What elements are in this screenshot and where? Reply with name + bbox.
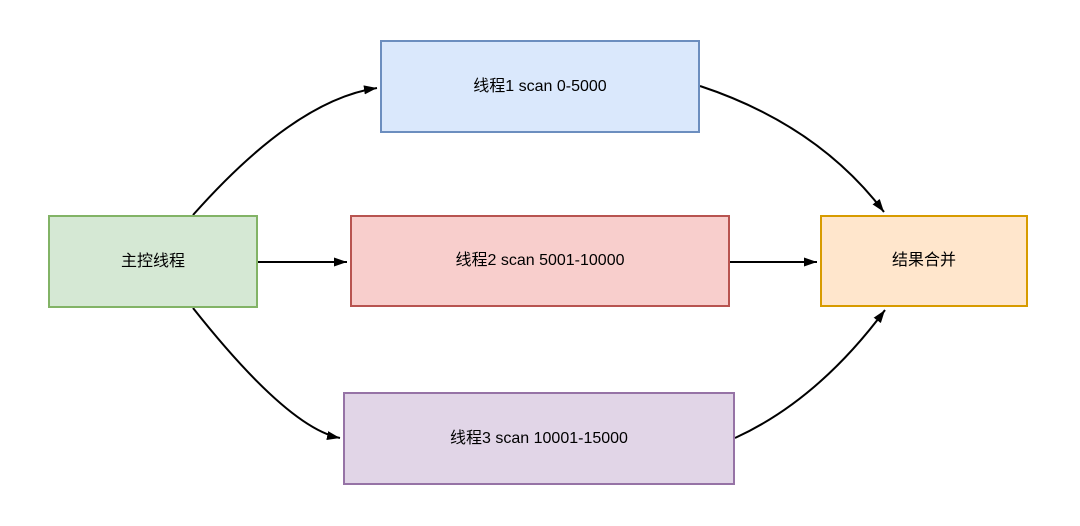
- node-thread2-scan-label: 线程2 scan 5001-10000: [455, 252, 625, 270]
- node-thread3-scan: 线程3 scan 10001-15000: [343, 392, 735, 485]
- edge-main-to-thread1: [192, 85, 378, 216]
- node-main-thread: 主控线程: [48, 215, 258, 308]
- node-thread2-scan: 线程2 scan 5001-10000: [350, 215, 730, 307]
- node-result-merge: 结果合并: [820, 215, 1028, 307]
- edge-main-to-thread3: [192, 307, 341, 440]
- edge-thread1-to-result: [699, 85, 885, 213]
- edge-thread3-to-result: [734, 309, 886, 439]
- node-main-thread-label: 主控线程: [120, 252, 185, 270]
- node-result-merge-label: 结果合并: [891, 252, 956, 270]
- node-thread1-scan-label: 线程1 scan 0-5000: [473, 77, 607, 95]
- node-thread3-scan-label: 线程3 scan 10001-15000: [450, 429, 628, 447]
- node-thread1-scan: 线程1 scan 0-5000: [380, 40, 700, 133]
